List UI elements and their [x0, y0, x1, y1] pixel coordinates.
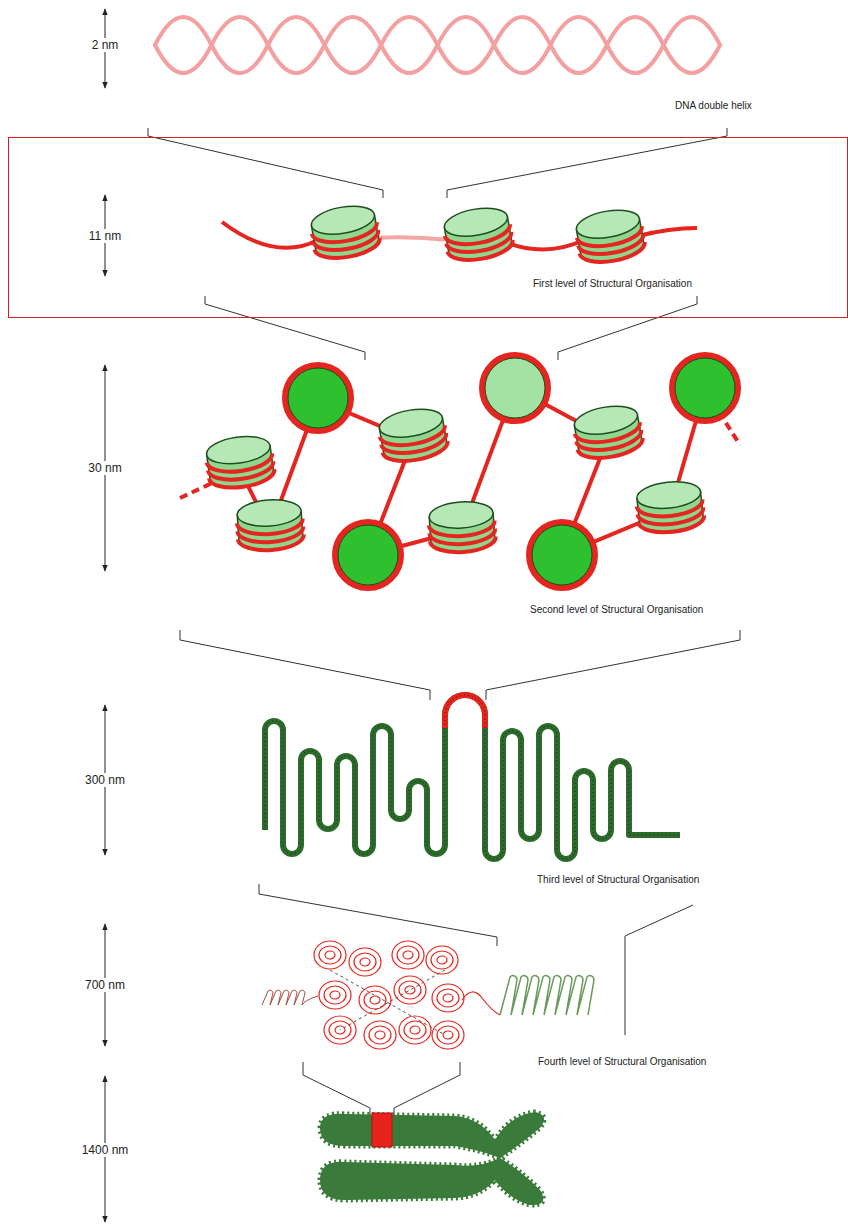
zoom-brackets [148, 128, 740, 1116]
coil-spiral [394, 976, 426, 1004]
coil-spiral [399, 1016, 431, 1044]
nucleosome [573, 206, 647, 267]
nucleosome [308, 202, 382, 263]
level-caption: Fourth level of Structural Organisation [538, 1056, 706, 1068]
nucleosome-face [285, 365, 351, 431]
nucleosome [441, 204, 515, 265]
nucleosome [376, 405, 450, 466]
chromatid [320, 1112, 544, 1158]
coil-spiral [426, 946, 458, 974]
nucleosome-face [672, 355, 738, 421]
loop-dots [265, 695, 680, 859]
coil-spiral [392, 941, 424, 969]
coil [262, 990, 318, 1005]
outline-box: First level of Structural Organisation [8, 137, 848, 318]
level-caption: First level of Structural Organisation [533, 278, 692, 290]
zoom-line [180, 630, 430, 700]
level-caption: DNA double helix [675, 100, 752, 112]
linker-dna [638, 228, 697, 236]
dimension-label: 700 nm [84, 978, 126, 992]
linker-dna [374, 237, 450, 240]
zoom-line [447, 128, 727, 198]
dimension-label: 11 nm [88, 229, 122, 243]
nucleosome [635, 479, 706, 536]
coil [500, 976, 594, 1015]
looped-fibre [265, 695, 680, 859]
coil-spiral [359, 986, 391, 1014]
zoom-line [625, 905, 693, 1035]
coil [462, 992, 500, 1015]
dna-strand [155, 17, 720, 73]
chromatid [320, 1158, 543, 1205]
dimension-label: 30 nm [87, 461, 122, 475]
highlight-segment [445, 695, 485, 728]
coil-spiral [324, 1016, 356, 1044]
nucleosome-face [482, 355, 548, 421]
zoom-line [205, 296, 365, 360]
chromatin-loop [265, 695, 680, 859]
coil-spiral [349, 948, 381, 976]
dimension-label: 2 nm [91, 38, 120, 52]
level-caption: Third level of Structural Organisation [537, 874, 699, 886]
coil-spiral [432, 1021, 464, 1049]
nucleosome [235, 498, 304, 552]
nucleosome-face [529, 522, 595, 588]
zoom-line [486, 630, 740, 700]
nucleosome-face [335, 522, 401, 588]
dna-double-helix [155, 17, 720, 73]
coil-spiral [432, 984, 464, 1012]
dimension-label: 300 nm [84, 773, 126, 787]
nucleosome [427, 500, 496, 554]
coil-spiral [364, 1021, 396, 1049]
dna-strand [155, 17, 720, 73]
chromosome [320, 1112, 544, 1205]
linker-dna [222, 222, 318, 248]
linker-dna [505, 240, 584, 250]
zoom-line [558, 296, 697, 360]
nucleosome-string [222, 202, 697, 267]
nucleosome [571, 402, 645, 463]
dimension-arrows [105, 9, 106, 1222]
zoom-line [394, 1062, 460, 1116]
nucleosome [204, 433, 276, 492]
zoom-line [303, 1062, 370, 1116]
dimension-label: 1400 nm [81, 1143, 130, 1157]
zoom-line [259, 884, 497, 946]
highlight-band [372, 1113, 392, 1147]
condensed-coils [262, 941, 594, 1049]
coil-spiral [319, 981, 351, 1009]
zoom-line [148, 128, 383, 198]
scaffold-line [330, 970, 445, 1035]
coil-spiral [314, 941, 346, 969]
level-caption: Second level of Structural Organisation [530, 604, 703, 616]
solenoid-fibre [180, 355, 740, 588]
